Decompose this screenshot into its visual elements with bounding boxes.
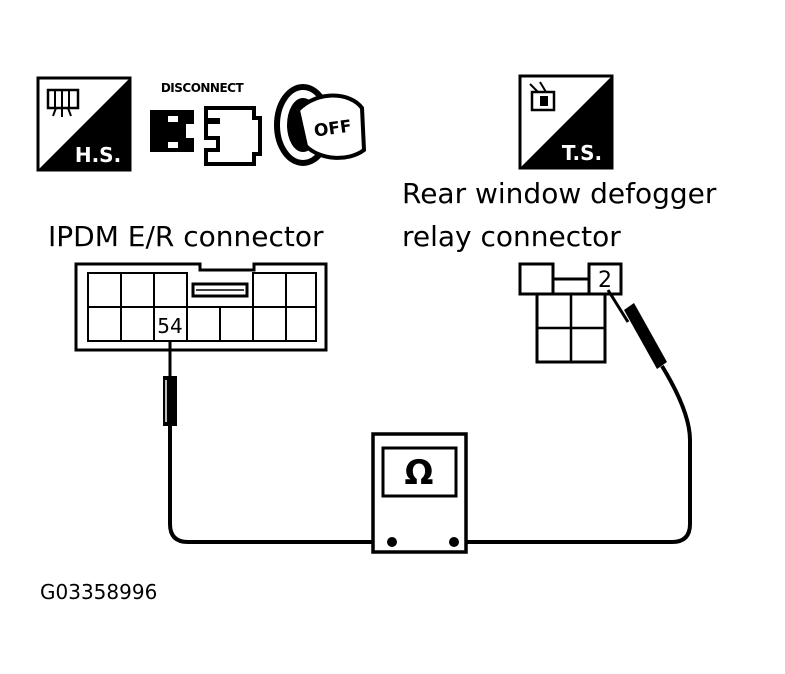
terminal-connector-glyph (529, 81, 556, 112)
relay-connector-label-line1: Rear window defogger (402, 177, 717, 210)
ohmmeter: Ω (371, 432, 468, 554)
ipdm-connector-label: IPDM E/R connector (48, 220, 324, 253)
ignition-off-icon: OFF (274, 84, 367, 166)
relay-connector-label-line2: relay connector (402, 220, 621, 253)
meter-terminal-positive (449, 537, 459, 547)
hs-text: H.S. (75, 143, 121, 167)
right-test-lead (455, 289, 692, 544)
relay-connector: 2 (518, 262, 623, 364)
relay-pin-number: 2 (598, 268, 612, 293)
figure-id: G03358996 (40, 580, 157, 604)
harness-side-icon: H.S. (36, 76, 132, 172)
terminal-side-icon: T.S. (518, 74, 614, 170)
ohm-symbol: Ω (405, 453, 434, 493)
left-test-lead (163, 340, 385, 544)
disconnect-text: DISCONNECT (161, 81, 245, 95)
meter-terminal-negative (387, 537, 397, 547)
ipdm-connector: 54 (74, 262, 328, 352)
harness-connector-glyph (46, 88, 80, 117)
ipdm-pin-number: 54 (157, 314, 182, 338)
ts-text: T.S. (562, 141, 602, 165)
disconnect-icon: DISCONNECT (150, 81, 262, 166)
